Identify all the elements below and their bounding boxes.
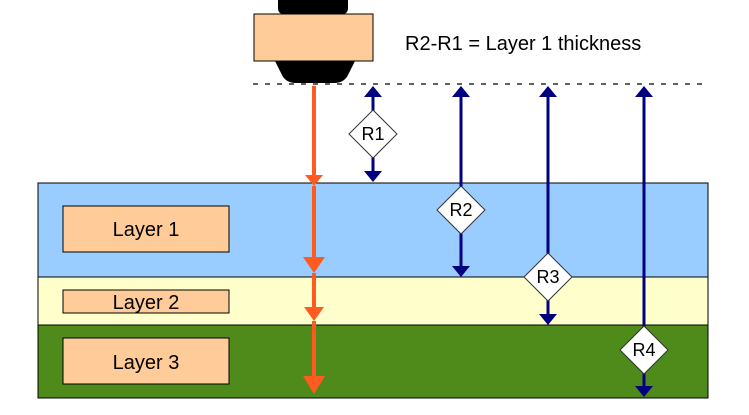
beam-arrow-head (305, 175, 323, 186)
r3-diamond (523, 252, 573, 302)
beam-arrow-head (303, 257, 325, 273)
measurement-r2: R2 (436, 86, 486, 277)
arrow-down-icon (539, 314, 557, 325)
arrow-up-icon (635, 86, 653, 97)
arrow-up-icon (539, 86, 557, 97)
equation-label: R2-R1 = Layer 1 thickness (405, 33, 641, 55)
measurement-r1: R1 (348, 86, 398, 182)
r1-label: R1 (361, 124, 384, 144)
layer-2-label: Layer 2 (113, 292, 180, 314)
arrow-up-icon (452, 86, 470, 97)
arrow-down-icon (635, 386, 653, 397)
r3-label: R3 (536, 267, 559, 287)
transducer-probe-icon (253, 0, 374, 83)
layer-1-label-box: Layer 1 (62, 205, 230, 253)
r4-diamond (619, 325, 669, 375)
arrow-down-icon (452, 266, 470, 277)
r4-label: R4 (632, 340, 655, 360)
r1-diamond (348, 109, 398, 159)
arrow-down-icon (364, 171, 382, 182)
r2-label: R2 (449, 200, 472, 220)
beam-arrow-head (303, 376, 325, 394)
measurement-r4: R4 (619, 86, 669, 397)
layer-3-label-box: Layer 3 (62, 337, 230, 385)
layer-3-label: Layer 3 (113, 352, 180, 374)
arrow-up-icon (364, 86, 382, 97)
ultrasonic-beam (303, 86, 325, 394)
beam-arrow-head (304, 307, 324, 321)
r2-diamond (436, 185, 486, 235)
layer-2-label-box: Layer 2 (62, 289, 230, 314)
layer-1-label: Layer 1 (113, 219, 180, 241)
measurement-r3: R3 (523, 86, 573, 325)
